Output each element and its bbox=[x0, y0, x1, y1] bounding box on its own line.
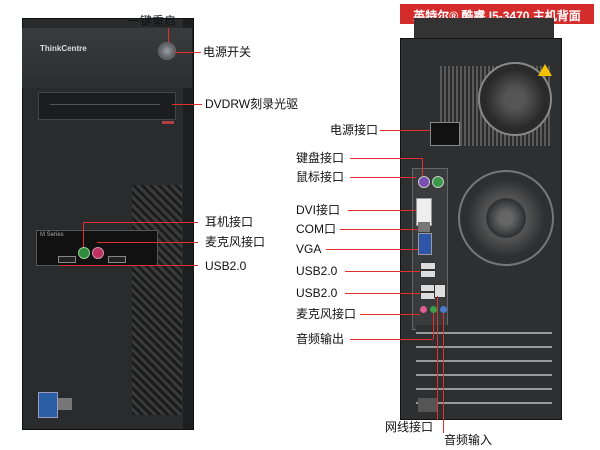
line-audio-in-v bbox=[443, 313, 444, 433]
label-usb-a: USB2.0 bbox=[296, 264, 338, 278]
label-lan-port: 网线接口 bbox=[385, 420, 434, 434]
rear-audio-in-jack-icon[interactable] bbox=[440, 306, 447, 313]
line-power-switch bbox=[175, 52, 201, 53]
label-mouse-port: 鼠标接口 bbox=[296, 170, 345, 184]
label-usb-b: USB2.0 bbox=[296, 286, 338, 300]
line-dvdrw bbox=[172, 104, 202, 105]
line-usb-b bbox=[345, 293, 420, 294]
panel-label: M Series bbox=[40, 232, 64, 238]
dvd-eject-button[interactable] bbox=[162, 121, 174, 124]
intel-core-sticker bbox=[38, 392, 58, 418]
line-keyboard-port bbox=[350, 158, 422, 159]
label-audio-out: 音频输出 bbox=[296, 332, 345, 346]
label-mic: 麦克风接口 bbox=[205, 235, 266, 249]
rear-fan-icon bbox=[458, 170, 554, 266]
brand-logo: ThinkCentre bbox=[40, 44, 87, 53]
expansion-slots bbox=[416, 325, 552, 410]
windows-sticker bbox=[58, 398, 72, 410]
line-headphone bbox=[83, 222, 198, 223]
rear-usb-port-1[interactable] bbox=[420, 262, 436, 270]
line-mouse-port bbox=[350, 177, 416, 178]
label-front-usb: USB2.0 bbox=[205, 259, 247, 273]
lan-port[interactable] bbox=[434, 284, 446, 298]
line-dvi-port bbox=[348, 210, 416, 211]
line-lan-port-v bbox=[437, 296, 438, 420]
mic-jack-icon[interactable] bbox=[92, 247, 104, 259]
label-power-port: 电源接口 bbox=[330, 123, 379, 137]
dvd-drive[interactable] bbox=[38, 92, 176, 120]
label-one-key-restore: 一键重启 bbox=[128, 14, 177, 28]
label-audio-in: 音频输入 bbox=[444, 433, 493, 447]
label-power-switch: 电源开关 bbox=[203, 45, 252, 59]
power-button-icon[interactable] bbox=[158, 42, 176, 60]
front-usb-port-2[interactable] bbox=[108, 256, 126, 263]
power-inlet[interactable] bbox=[430, 122, 460, 146]
line-com-port bbox=[340, 229, 418, 230]
label-dvdrw: DVDRW刻录光驱 bbox=[205, 97, 299, 111]
front-usb-port-1[interactable] bbox=[58, 256, 76, 263]
line-keyboard-port-v bbox=[422, 158, 423, 176]
warning-icon bbox=[538, 64, 552, 76]
line-audio-out-v bbox=[433, 313, 434, 339]
label-mic-port: 麦克风接口 bbox=[296, 307, 357, 321]
line-front-usb bbox=[60, 265, 198, 266]
line-audio-out bbox=[350, 339, 433, 340]
line-mic bbox=[97, 242, 198, 243]
front-vent bbox=[132, 185, 182, 415]
line-one-key-restore bbox=[168, 28, 169, 42]
label-vga: VGA bbox=[296, 242, 322, 256]
dvd-slot bbox=[50, 104, 160, 105]
vga-port[interactable] bbox=[418, 233, 432, 255]
label-keyboard-port: 键盘接口 bbox=[296, 151, 345, 165]
line-power-port bbox=[380, 130, 430, 131]
line-vga bbox=[326, 249, 418, 250]
rear-usb-port-2[interactable] bbox=[420, 270, 436, 278]
rear-mic-jack-icon[interactable] bbox=[420, 306, 427, 313]
line-headphone-v bbox=[83, 222, 84, 247]
line-usb-a bbox=[345, 271, 420, 272]
line-mic-port bbox=[360, 314, 420, 315]
mouse-ps2-port[interactable] bbox=[432, 176, 444, 188]
label-com-port: COM口 bbox=[296, 222, 336, 236]
rear-label bbox=[418, 398, 438, 412]
com-port[interactable] bbox=[418, 222, 430, 232]
label-headphone: 耳机接口 bbox=[205, 215, 254, 229]
headphone-jack-icon[interactable] bbox=[78, 247, 90, 259]
label-dvi-port: DVI接口 bbox=[296, 203, 341, 217]
rear-audio-out-jack-icon[interactable] bbox=[430, 306, 437, 313]
keyboard-ps2-port[interactable] bbox=[418, 176, 430, 188]
